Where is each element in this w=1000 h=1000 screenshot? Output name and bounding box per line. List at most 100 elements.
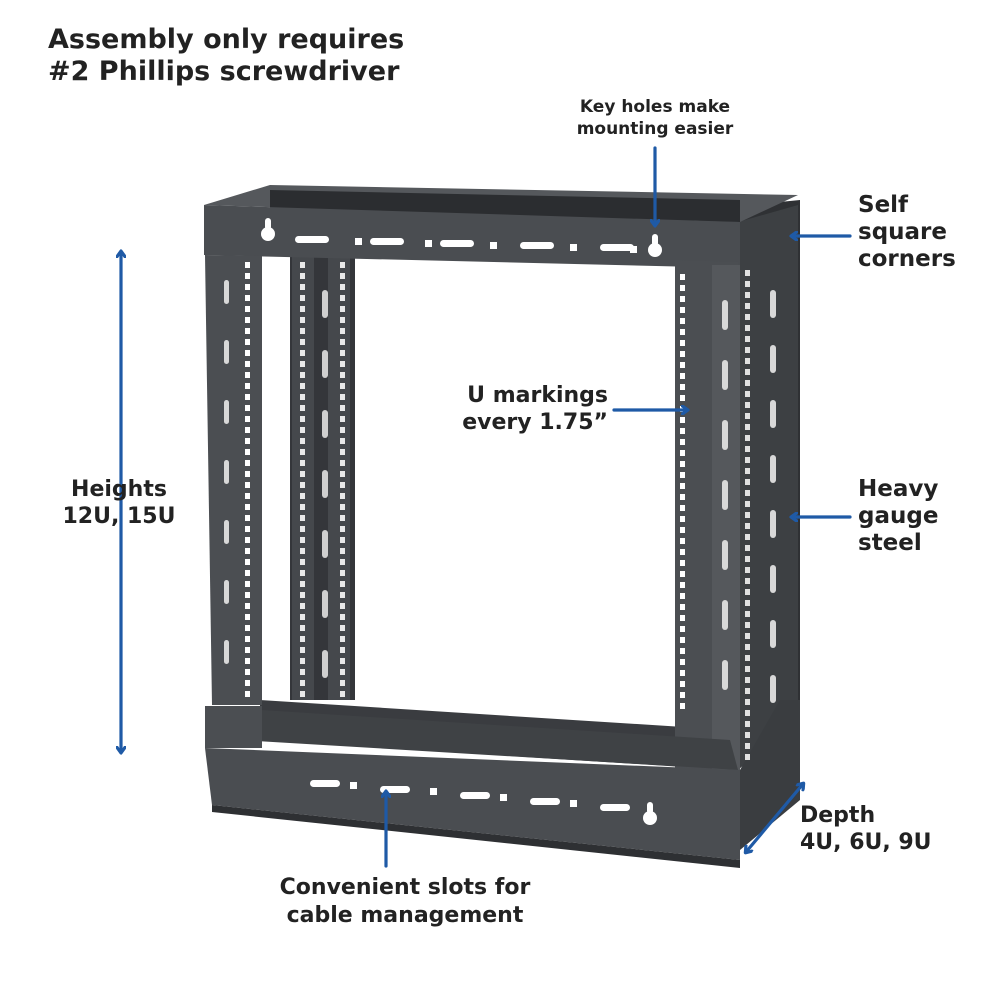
- callout-key-holes-line-2: mounting easier: [576, 119, 734, 139]
- side-square-hole: [745, 402, 750, 408]
- side-square-hole: [745, 391, 750, 397]
- rail-square-hole: [340, 416, 345, 422]
- rail-slot: [322, 530, 328, 558]
- rail-square-hole: [300, 548, 305, 554]
- rail-square-hole: [300, 361, 305, 367]
- rail-square-hole: [340, 361, 345, 367]
- rail-square-hole: [245, 548, 250, 554]
- rail-square-hole: [680, 703, 685, 709]
- side-square-hole: [745, 699, 750, 705]
- rail-square-hole: [680, 329, 685, 335]
- rail-square-hole: [300, 372, 305, 378]
- rail-square-hole: [340, 273, 345, 279]
- rail-square-hole: [245, 372, 250, 378]
- key-hole-slot: [647, 802, 653, 814]
- rail-square-hole: [680, 285, 685, 291]
- callout-key-holes: Key holes make mounting easier: [560, 96, 750, 140]
- rail-square-hole: [340, 669, 345, 675]
- rail-square-hole: [340, 680, 345, 686]
- callout-depth-line-2: 4U, 6U, 9U: [800, 830, 932, 855]
- callout-depth: Depth 4U, 6U, 9U: [800, 802, 932, 856]
- post-slot: [224, 580, 229, 604]
- rail-square-hole: [245, 537, 250, 543]
- rail-square-hole: [245, 504, 250, 510]
- rail-square-hole: [340, 559, 345, 565]
- rail-square-hole: [245, 339, 250, 345]
- rail-square-hole: [245, 669, 250, 675]
- rail-square-hole: [680, 648, 685, 654]
- rail-square-hole: [300, 636, 305, 642]
- rail-square-hole: [340, 438, 345, 444]
- post-slot: [722, 300, 728, 330]
- key-hole: [643, 811, 657, 825]
- side-square-hole: [745, 358, 750, 364]
- rail-square-hole: [340, 372, 345, 378]
- rail-square-hole: [340, 526, 345, 532]
- rail-square-hole: [300, 460, 305, 466]
- top-square-hole: [630, 246, 637, 253]
- side-square-hole: [745, 413, 750, 419]
- rail-square-hole: [245, 427, 250, 433]
- title-line-2: #2 Phillips screwdriver: [48, 56, 400, 87]
- side-square-hole: [745, 754, 750, 760]
- side-slot: [770, 400, 776, 428]
- rail-square-hole: [340, 460, 345, 466]
- rail-square-hole: [340, 350, 345, 356]
- rail-square-hole: [340, 295, 345, 301]
- rail-square-hole: [300, 273, 305, 279]
- rail-square-hole: [680, 307, 685, 313]
- rail-square-hole: [300, 669, 305, 675]
- side-slot: [770, 620, 776, 648]
- rail-square-hole: [245, 471, 250, 477]
- rail-square-hole: [245, 647, 250, 653]
- side-square-hole: [745, 589, 750, 595]
- top-slot: [520, 242, 554, 249]
- rail-square-hole: [340, 658, 345, 664]
- side-square-hole: [745, 501, 750, 507]
- side-square-hole: [745, 523, 750, 529]
- rail-square-hole: [245, 273, 250, 279]
- side-square-hole: [745, 556, 750, 562]
- rail-square-hole: [245, 449, 250, 455]
- post-slot: [224, 280, 229, 304]
- side-square-hole: [745, 644, 750, 650]
- side-square-hole: [745, 347, 750, 353]
- rail-square-hole: [300, 625, 305, 631]
- callout-self-square-line-3: corners: [858, 246, 956, 272]
- rail-square-hole: [680, 681, 685, 687]
- rail-square-hole: [300, 328, 305, 334]
- rail-square-hole: [340, 647, 345, 653]
- side-square-hole: [745, 622, 750, 628]
- rail-square-hole: [680, 626, 685, 632]
- top-square-hole: [355, 238, 362, 245]
- rail-square-hole: [340, 548, 345, 554]
- side-square-hole: [745, 578, 750, 584]
- side-square-hole: [745, 512, 750, 518]
- side-square-hole: [745, 303, 750, 309]
- bottom-square-hole: [500, 794, 507, 801]
- callout-arrows: [121, 146, 852, 868]
- rail-square-hole: [300, 504, 305, 510]
- rail-square-hole: [300, 559, 305, 565]
- callout-u-markings-line-2: every 1.75”: [462, 410, 608, 435]
- rail-square-hole: [300, 526, 305, 532]
- side-square-hole: [745, 655, 750, 661]
- rail-square-hole: [340, 383, 345, 389]
- title-line-1: Assembly only requires: [48, 24, 405, 55]
- callout-steel-line-1: Heavy: [858, 476, 939, 502]
- rail-square-hole: [245, 284, 250, 290]
- side-slot: [770, 565, 776, 593]
- rail-slot: [322, 290, 328, 318]
- callout-slots-line-2: cable management: [286, 903, 524, 928]
- callout-steel: Heavy gauge steel: [858, 476, 938, 557]
- bottom-slot: [530, 798, 560, 805]
- rail-square-hole: [680, 395, 685, 401]
- side-square-hole: [745, 292, 750, 298]
- rail-square-hole: [680, 351, 685, 357]
- rail-square-hole: [245, 405, 250, 411]
- side-square-hole: [745, 721, 750, 727]
- rail-square-hole: [245, 515, 250, 521]
- rail-square-hole: [340, 504, 345, 510]
- rail-square-hole: [340, 427, 345, 433]
- rail-square-hole: [300, 493, 305, 499]
